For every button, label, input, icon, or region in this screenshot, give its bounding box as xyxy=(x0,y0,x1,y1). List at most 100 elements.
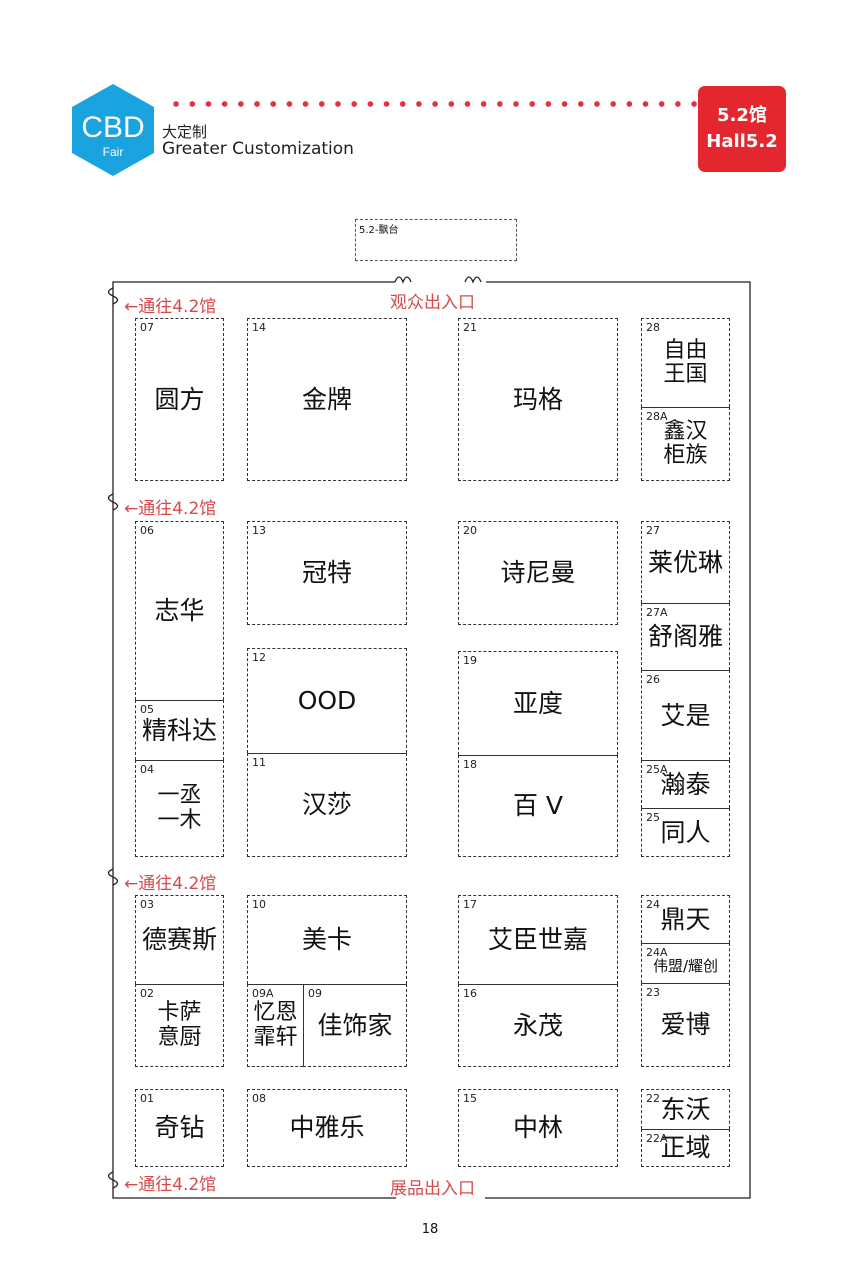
booth-number: 27A xyxy=(646,606,668,619)
booth-13: 13 冠特 xyxy=(247,521,407,625)
booth-27a: 27A 舒阁雅 xyxy=(641,603,730,670)
booth-number: 15 xyxy=(463,1092,477,1105)
tagline-en: Greater Customization xyxy=(162,139,354,159)
booth-number: 18 xyxy=(463,758,477,771)
booth-name: 志华 xyxy=(154,596,205,626)
booth-name: 中林 xyxy=(512,1113,563,1143)
booth-number: 03 xyxy=(140,898,154,911)
booth-number: 14 xyxy=(252,321,266,334)
booth-number: 13 xyxy=(252,524,266,537)
stage-platform: 5.2-飘台 xyxy=(355,219,517,261)
booth-name: 卡萨 意厨 xyxy=(157,1000,202,1050)
booth-name: 舒阁雅 xyxy=(647,622,723,652)
booth-name: 瀚泰 xyxy=(660,769,711,799)
booth-name: 美卡 xyxy=(301,925,352,955)
booth-name: 冠特 xyxy=(301,558,352,588)
booth-name: 奇钻 xyxy=(154,1113,205,1143)
booth-number: 08 xyxy=(252,1092,266,1105)
booth-number: 24A xyxy=(646,946,668,959)
booth-name: 正域 xyxy=(660,1133,711,1163)
logo-sub: Fair xyxy=(103,145,124,159)
booth-15: 15 中林 xyxy=(458,1089,618,1167)
booth-name: 佳饰家 xyxy=(317,1010,393,1040)
stage-label: 5.2-飘台 xyxy=(359,225,399,236)
booth-number: 25A xyxy=(646,763,668,776)
booth-number: 22A xyxy=(646,1132,668,1145)
passage-label: ←通往4.2馆 xyxy=(124,297,217,317)
booth-number: 05 xyxy=(140,703,154,716)
dotted-divider xyxy=(168,100,698,108)
booth-name: 百 V xyxy=(512,791,564,821)
booth-number: 02 xyxy=(140,987,154,1000)
booth-name: 莱优琳 xyxy=(647,547,723,577)
passage-label: ←通往4.2馆 xyxy=(124,1175,217,1195)
booth-name: 金牌 xyxy=(301,384,352,414)
booth-number: 25 xyxy=(646,811,660,824)
booth-19: 19 亚度 xyxy=(458,651,618,755)
hall-badge-cn: 5.2馆 xyxy=(717,105,767,126)
booth-number: 10 xyxy=(252,898,266,911)
booth-number: 11 xyxy=(252,756,266,769)
booth-03: 03 德赛斯 xyxy=(135,895,224,984)
booth-number: 28A xyxy=(646,410,668,423)
booth-14: 14 金牌 xyxy=(247,318,407,481)
booth-name: 鑫汉 柜族 xyxy=(663,418,708,468)
booth-number: 01 xyxy=(140,1092,154,1105)
cbd-fair-logo: CBD Fair xyxy=(72,84,154,176)
booth-number: 27 xyxy=(646,524,660,537)
hall-badge: 5.2馆 Hall5.2 xyxy=(698,86,786,172)
booth-name: OOD xyxy=(297,686,357,716)
booth-name: 一丞 一木 xyxy=(157,783,202,833)
booth-number: 26 xyxy=(646,673,660,686)
booth-number: 07 xyxy=(140,321,154,334)
booth-name: 诗尼曼 xyxy=(500,558,576,588)
booth-number: 21 xyxy=(463,321,477,334)
page-number: 18 xyxy=(421,1222,439,1237)
booth-17: 17 艾臣世嘉 xyxy=(458,895,618,984)
booth-06: 06 志华 xyxy=(135,521,224,700)
booth-name: 伟盟/耀创 xyxy=(652,957,719,976)
audience-entrance-label: 观众出入口 xyxy=(390,293,475,313)
booth-number: 22 xyxy=(646,1092,660,1105)
booth-name: 中雅乐 xyxy=(289,1113,365,1143)
booth-08: 08 中雅乐 xyxy=(247,1089,407,1167)
booth-name: 艾臣世嘉 xyxy=(487,925,588,955)
booth-number: 23 xyxy=(646,986,660,999)
booth-name: 爱博 xyxy=(660,1010,711,1040)
passage-label: ←通往4.2馆 xyxy=(124,874,217,894)
tagline-cn: 大定制 xyxy=(162,123,208,141)
exhibit-entrance-label: 展品出入口 xyxy=(390,1179,475,1199)
booth-27: 27 莱优琳 xyxy=(641,521,730,603)
booth-number: 04 xyxy=(140,763,154,776)
booth-21: 21 玛格 xyxy=(458,318,618,481)
booth-number: 17 xyxy=(463,898,477,911)
booth-name: 玛格 xyxy=(512,384,563,414)
booth-name: 鼎天 xyxy=(660,904,711,934)
booth-name: 精科达 xyxy=(141,715,217,745)
booth-name: 同人 xyxy=(660,817,711,847)
booth-number: 09A xyxy=(252,987,274,1000)
booth-name: 永茂 xyxy=(512,1010,563,1040)
booth-number: 24 xyxy=(646,898,660,911)
booth-number: 19 xyxy=(463,654,477,667)
booth-name: 德赛斯 xyxy=(141,925,217,955)
booth-number: 06 xyxy=(140,524,154,537)
booth-10: 10 美卡 xyxy=(247,895,407,984)
booth-name: 亚度 xyxy=(512,688,563,718)
